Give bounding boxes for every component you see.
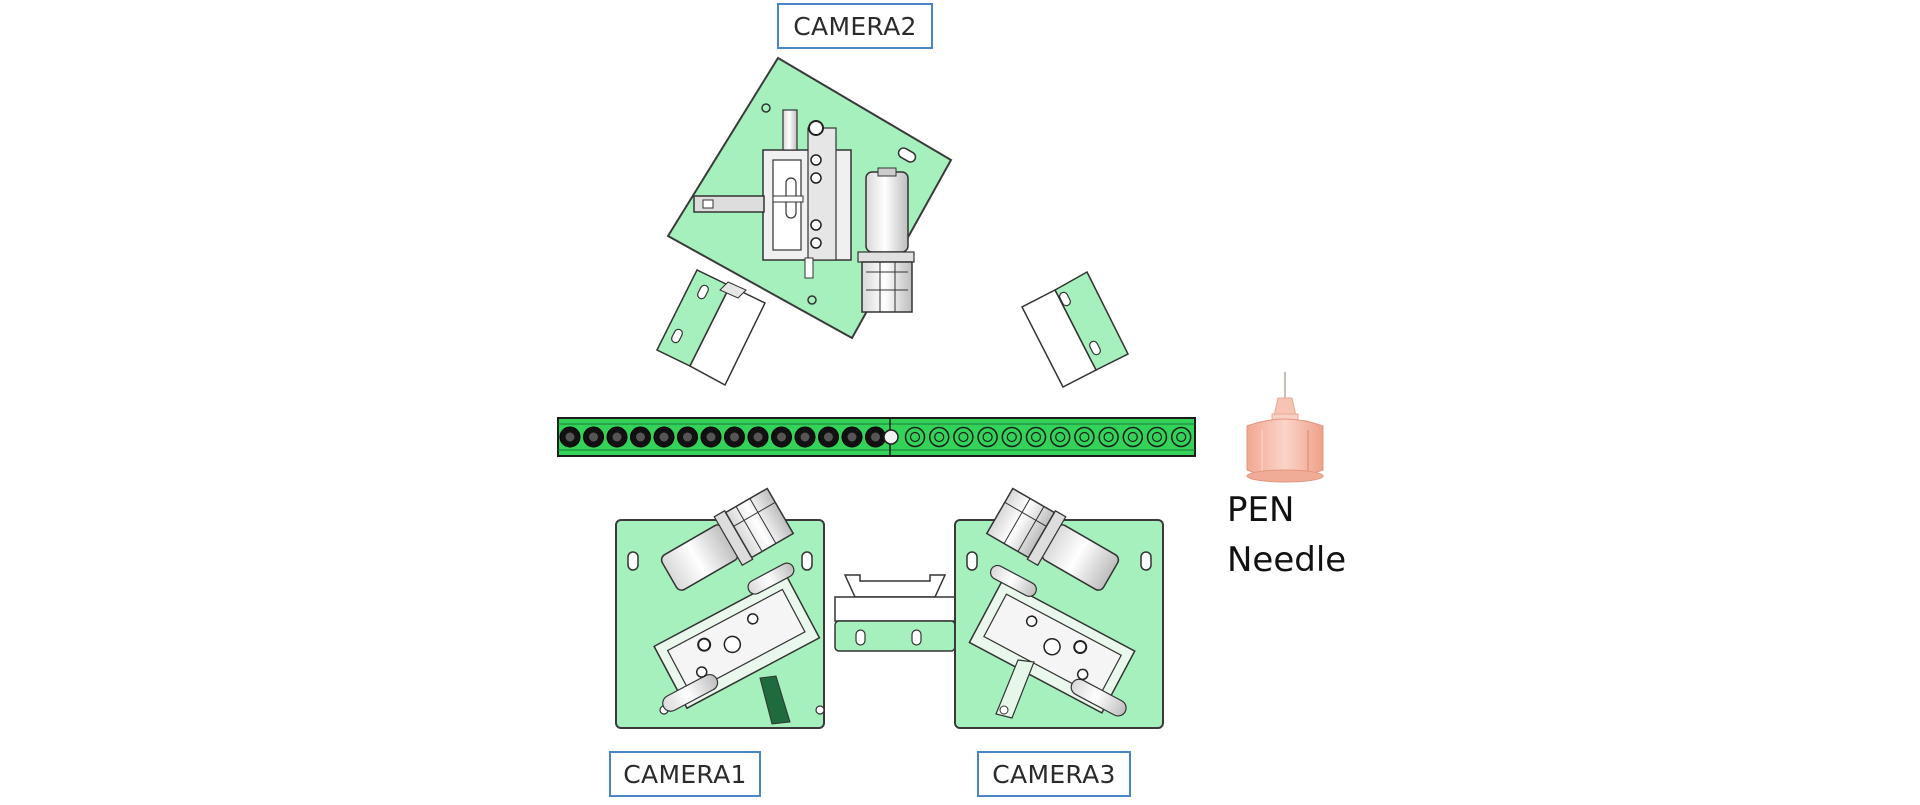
conveyor-hole-light — [953, 426, 974, 448]
conveyor-hole-dark — [700, 426, 722, 448]
conveyor-hole-light — [1098, 426, 1119, 448]
camera3-body — [985, 487, 1120, 591]
camera1-plate — [615, 487, 825, 729]
conveyor-hole-dark — [653, 426, 675, 448]
conveyor-hole-dark — [818, 426, 839, 448]
camera2-plate — [666, 56, 953, 340]
conveyor-hole-dark — [559, 426, 581, 448]
conveyor-hole-light — [1074, 426, 1095, 448]
camera2-stage — [762, 109, 852, 279]
conveyor-hole-dark — [747, 426, 769, 448]
conveyor-hole-light — [928, 426, 950, 448]
conveyor-hole-light — [904, 426, 926, 448]
conveyor-hole-light — [1049, 426, 1071, 448]
camera1-label: CAMERA1 — [609, 751, 761, 797]
conveyor-hole-light — [1170, 426, 1192, 448]
conveyor-hole-dark — [606, 426, 628, 448]
camera2-body — [857, 167, 915, 313]
camera3-label: CAMERA3 — [977, 751, 1131, 797]
conveyor-hole-dark — [630, 426, 651, 448]
conveyor-hole-dark — [724, 426, 745, 448]
conveyor-hole-dark — [794, 426, 816, 448]
conveyor-light-holes — [904, 426, 1192, 448]
camera1-body — [660, 487, 795, 591]
conveyor-hole-dark — [771, 426, 792, 448]
conveyor-hole-light — [977, 426, 998, 448]
pen-needle-image — [1246, 372, 1324, 483]
bottom-light-guide — [834, 574, 956, 652]
pen-needle-label-line2: Needle — [1227, 540, 1347, 580]
camera2-label: CAMERA2 — [777, 3, 933, 49]
conveyor-hole-light — [1122, 426, 1144, 448]
conveyor-hole-light — [1146, 426, 1168, 448]
conveyor-hole-light — [1001, 426, 1023, 448]
left-light-guide — [655, 269, 767, 387]
conveyor-hole-dark — [677, 426, 698, 448]
right-light-guide — [1020, 270, 1130, 389]
pen-needle-label-line1: PEN — [1227, 490, 1295, 530]
conveyor-belt — [557, 417, 1196, 457]
conveyor-hole-dark — [865, 426, 886, 448]
conveyor-hole-dark — [583, 426, 604, 448]
conveyor-dark-holes — [559, 426, 886, 448]
conveyor-hole-dark — [841, 426, 863, 448]
camera3-plate — [954, 487, 1164, 729]
conveyor-hole-light — [1025, 426, 1047, 448]
